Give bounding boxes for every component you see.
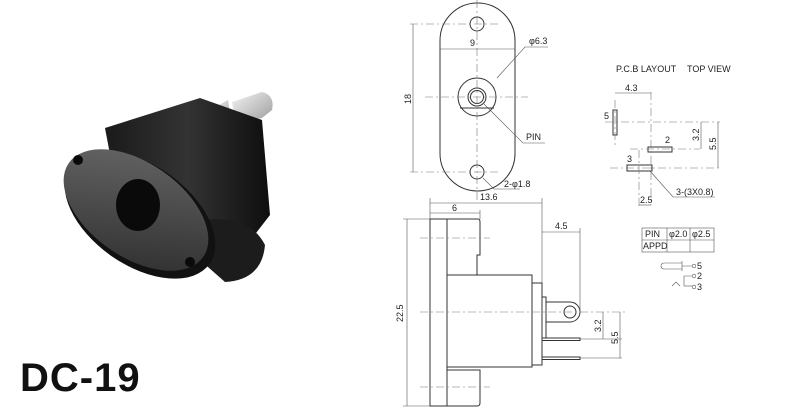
- table-header-20: φ2.0: [669, 229, 687, 239]
- schematic-pin-2: 2: [697, 271, 702, 281]
- dim-side-flange: 6: [452, 203, 457, 213]
- table-header-25: φ2.5: [692, 229, 710, 239]
- table-header-pin: PIN: [645, 229, 660, 239]
- dim-side-length: 13.6: [480, 192, 498, 202]
- dim-side-tab: 4.5: [555, 221, 568, 231]
- dim-pcb-y1: 3.2: [691, 128, 701, 141]
- dim-side-height: 22.5: [395, 304, 405, 322]
- dim-top-width: 9: [470, 38, 475, 48]
- dim-pcb-y2: 5.5: [708, 137, 718, 150]
- schematic-pin-5: 5: [697, 261, 702, 271]
- dim-pcb-x: 4.3: [625, 83, 638, 93]
- jack-opening-photo: [116, 179, 160, 231]
- pad-label-2: 2: [665, 135, 670, 145]
- pcb-layout-drawing: [605, 92, 720, 208]
- pad-note: 3-(3X0.8): [676, 187, 714, 197]
- dim-side-pin-a: 3.2: [593, 319, 603, 332]
- pcb-layout-title: P.C.B LAYOUT: [616, 64, 677, 74]
- pin-table: [641, 227, 715, 253]
- table-row-appd: APPD: [643, 241, 668, 251]
- pcb-layout-subtitle: TOP VIEW: [687, 64, 731, 74]
- product-photo: [63, 92, 273, 282]
- side-view-drawing: [403, 198, 625, 407]
- dim-top-height: 18: [403, 94, 413, 104]
- dim-pcb-x2: 2.5: [640, 195, 653, 205]
- schematic-pin-3: 3: [697, 282, 702, 292]
- top-view-drawing: [410, 0, 548, 200]
- pin-label: PIN: [526, 132, 541, 142]
- dim-bore: φ6.3: [529, 36, 547, 46]
- product-model-title: DC-19: [20, 356, 141, 400]
- pad-label-5: 5: [604, 111, 609, 121]
- dim-holes: 2-φ1.8: [504, 179, 530, 189]
- pad-label-3: 3: [627, 154, 632, 164]
- schematic-symbol: [660, 261, 697, 290]
- dim-side-pin-b: 5.5: [610, 331, 620, 344]
